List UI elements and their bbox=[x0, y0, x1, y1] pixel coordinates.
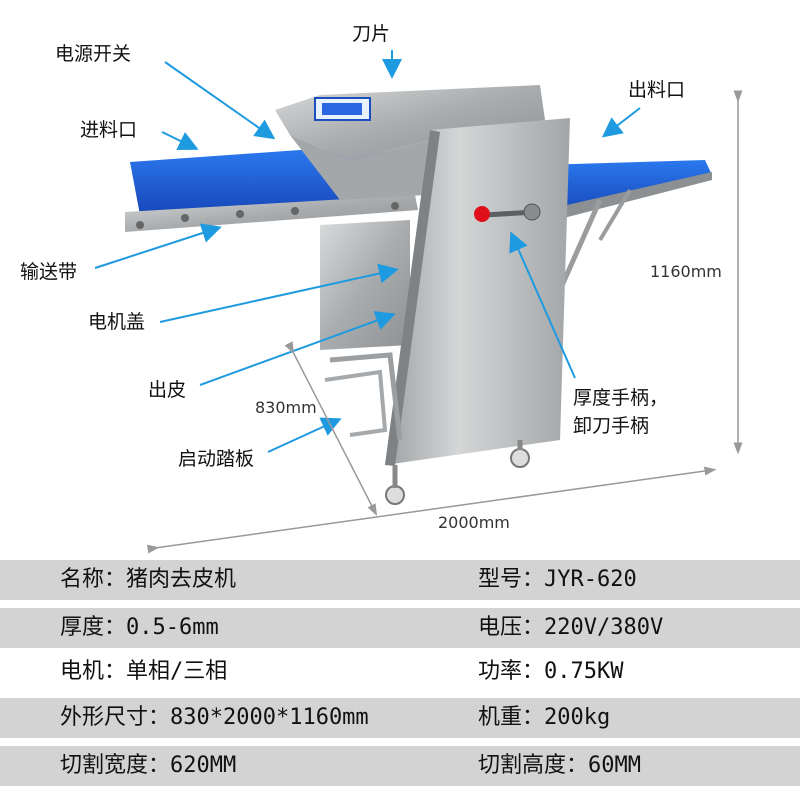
callout-handle-line1: 厚度手柄， bbox=[573, 387, 669, 409]
callout-outlet: 出料口 bbox=[628, 79, 686, 101]
spec-row: 名称：猪肉去皮机 型号：JYR-620 bbox=[0, 560, 800, 600]
product-illustration: 刀片 电源开关 出料口 进料口 输送带 电机盖 出皮 厚度手柄， 卸刀手柄 启动… bbox=[20, 23, 743, 554]
callout-skin-out: 出皮 bbox=[148, 379, 187, 401]
machine-drawing bbox=[94, 50, 743, 554]
spec-thickness: 厚度：0.5-6mm bbox=[60, 615, 219, 640]
outlet-conveyor bbox=[540, 160, 712, 292]
dimension-depth: 830mm bbox=[255, 398, 317, 417]
callout-pedal: 启动踏板 bbox=[178, 448, 255, 470]
callout-power-switch: 电源开关 bbox=[55, 43, 132, 65]
spec-row: 电机：单相/三相 功率：0.75KW bbox=[0, 652, 800, 692]
dimension-height: 1160mm bbox=[650, 262, 722, 281]
handle-knob-icon bbox=[474, 206, 490, 222]
spec-row: 厚度：0.5-6mm 电压：220V/380V bbox=[0, 608, 800, 648]
callout-conveyor: 输送带 bbox=[20, 261, 78, 283]
machine-body bbox=[275, 85, 570, 505]
spec-voltage: 电压：220V/380V bbox=[478, 615, 664, 640]
spec-cut-width: 切割宽度：620MM bbox=[60, 753, 237, 778]
dimension-lines bbox=[146, 90, 743, 554]
spec-table: 名称：猪肉去皮机 型号：JYR-620 厚度：0.5-6mm 电压：220V/3… bbox=[0, 560, 800, 800]
spec-power: 功率：0.75KW bbox=[478, 659, 624, 684]
callout-handle-line2: 卸刀手柄 bbox=[573, 415, 650, 437]
dimension-length: 2000mm bbox=[438, 513, 510, 532]
callout-motor-cover: 电机盖 bbox=[88, 311, 146, 333]
spec-motor: 电机：单相/三相 bbox=[60, 659, 228, 684]
spec-name: 名称：猪肉去皮机 bbox=[60, 567, 237, 592]
spec-row: 外形尺寸：830*2000*1160mm 机重：200kg bbox=[0, 698, 800, 738]
spec-model: 型号：JYR-620 bbox=[478, 567, 637, 592]
spec-weight: 机重：200kg bbox=[478, 705, 611, 730]
spec-cut-height: 切割高度：60MM bbox=[478, 753, 641, 778]
callout-inlet: 进料口 bbox=[80, 119, 138, 141]
spec-dimensions: 外形尺寸：830*2000*1160mm bbox=[60, 705, 369, 730]
spec-row: 切割宽度：620MM 切割高度：60MM bbox=[0, 746, 800, 786]
callout-blade: 刀片 bbox=[352, 23, 391, 45]
